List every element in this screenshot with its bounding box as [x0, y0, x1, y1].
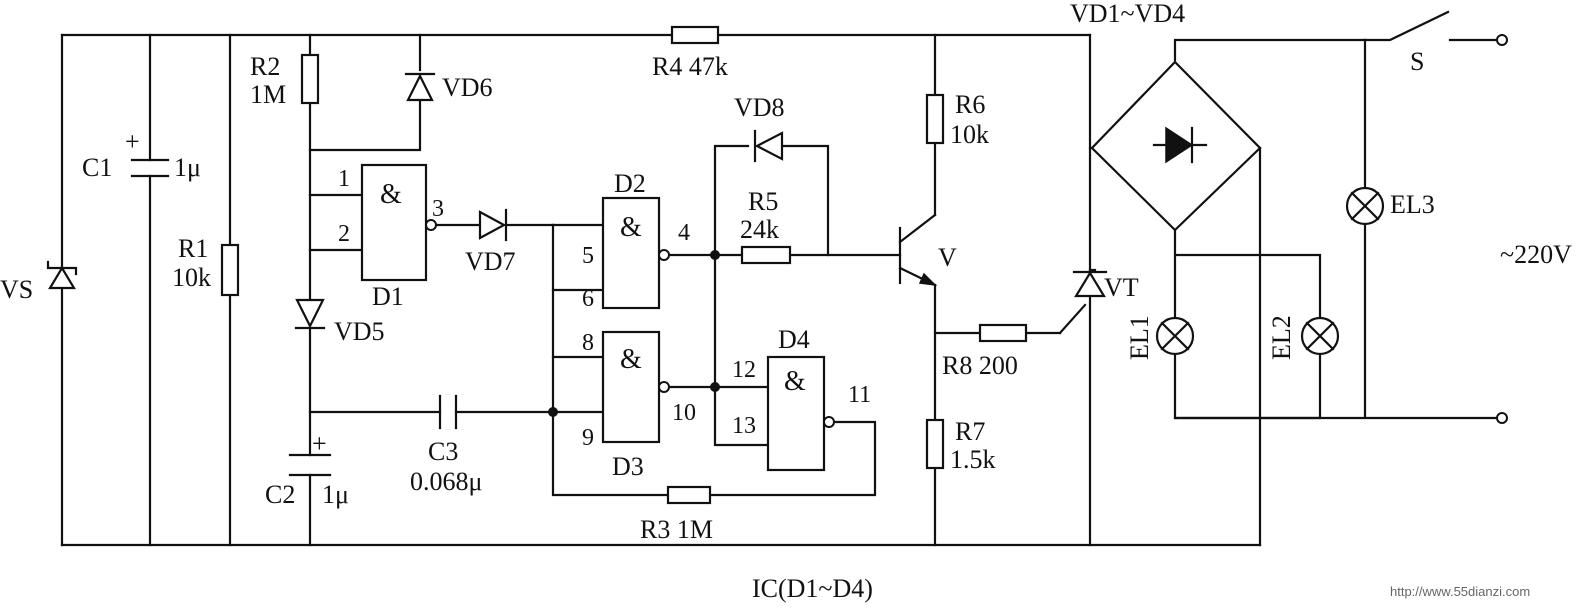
diode-vd7: VD7 — [465, 208, 516, 276]
lamp-el1: EL1 — [1125, 315, 1195, 360]
resistor-r7: R7 1.5k — [925, 417, 996, 474]
value-r6: 10k — [950, 120, 989, 149]
label-c1: C1 — [82, 153, 112, 182]
gate-d2: & 5 6 4 D2 — [582, 169, 690, 312]
label-c3: C3 — [428, 437, 458, 466]
label-d2: D2 — [614, 169, 646, 198]
gate-d4: & 12 13 11 D4 — [732, 325, 871, 472]
label-v: V — [938, 243, 957, 272]
label-c2: C2 — [265, 480, 295, 509]
svg-text:&: & — [620, 212, 642, 243]
label-vd5: VD5 — [334, 317, 385, 346]
caption-ic: IC(D1~D4) — [752, 574, 873, 603]
capacitor-c1: + C1 1μ — [82, 127, 201, 182]
value-c1: 1μ — [174, 153, 201, 182]
wiring — [60, 10, 1502, 547]
svg-text:6: 6 — [582, 286, 594, 312]
resistor-r3: R3 1M — [640, 485, 713, 544]
value-c2: 1μ — [322, 480, 349, 509]
label-el3: EL3 — [1390, 190, 1435, 219]
svg-text:12: 12 — [732, 357, 756, 383]
svg-text:11: 11 — [848, 382, 871, 408]
resistor-r2: R2 1M — [250, 52, 320, 109]
label-vt: VT — [1104, 273, 1139, 302]
svg-text:4: 4 — [678, 220, 690, 246]
label-r7: R7 — [955, 417, 985, 446]
svg-text:&: & — [784, 366, 806, 397]
value-c3: 0.068μ — [410, 467, 482, 496]
svg-text:2: 2 — [338, 221, 350, 247]
zener-vs: VS — [0, 260, 78, 304]
capacitor-c3: C3 0.068μ — [410, 394, 482, 496]
label-d1: D1 — [372, 282, 404, 311]
label-switch-s: S — [1410, 47, 1424, 76]
value-r1: 10k — [172, 263, 211, 292]
svg-text:10: 10 — [672, 400, 696, 426]
label-r6: R6 — [955, 90, 985, 119]
label-r4: R4 47k — [652, 52, 728, 81]
diode-vd8: VD8 — [734, 93, 785, 163]
svg-text:+: + — [312, 429, 327, 458]
mains-terminals — [1496, 34, 1508, 424]
junction-dots — [548, 250, 720, 417]
value-r2: 1M — [250, 80, 286, 109]
watermark: http://www.55dianzi.com — [1390, 584, 1530, 599]
label-el1: EL1 — [1125, 315, 1154, 360]
diode-vd6: VD6 — [404, 72, 493, 102]
label-r1: R1 — [178, 234, 208, 263]
svg-text:&: & — [620, 344, 642, 375]
lamp-el2: EL2 — [1267, 315, 1340, 360]
svg-text:9: 9 — [582, 425, 594, 451]
resistor-r8: R8 200 — [942, 323, 1028, 380]
label-vd6: VD6 — [442, 73, 493, 102]
label-r3: R3 1M — [640, 515, 713, 544]
lamp-el3: EL3 — [1345, 186, 1435, 226]
svg-text:+: + — [125, 127, 140, 156]
label-d3: D3 — [612, 452, 644, 481]
thyristor-vt: VT — [1072, 270, 1139, 302]
label-r5: R5 — [748, 187, 778, 216]
capacitor-c2: + C2 1μ — [265, 429, 349, 509]
svg-text:1: 1 — [338, 166, 350, 192]
label-d4: D4 — [778, 325, 810, 354]
bridge-rectifier: VD1~VD4 — [1070, 0, 1262, 232]
svg-text:13: 13 — [732, 413, 756, 439]
gate-d3: & 8 9 10 D3 — [582, 330, 696, 481]
svg-text:3: 3 — [432, 196, 444, 222]
gate-d1: & 1 2 3 D1 — [338, 163, 444, 311]
label-bridge: VD1~VD4 — [1070, 0, 1185, 28]
label-mains: ~220V — [1500, 240, 1572, 269]
svg-text:5: 5 — [582, 243, 594, 269]
label-vs: VS — [0, 275, 33, 304]
resistor-r6: R6 10k — [925, 90, 989, 149]
label-el2: EL2 — [1267, 315, 1296, 360]
label-r8: R8 200 — [942, 351, 1018, 380]
svg-text:8: 8 — [582, 330, 594, 356]
label-vd7: VD7 — [465, 247, 516, 276]
value-r5: 24k — [740, 215, 779, 244]
transistor-v: V — [898, 213, 957, 287]
diode-vd5: VD5 — [294, 298, 385, 346]
resistor-r4: R4 47k — [652, 25, 728, 81]
label-vd8: VD8 — [734, 93, 785, 122]
resistor-r5: R5 24k — [740, 187, 792, 265]
svg-text:&: & — [380, 179, 402, 210]
resistor-r1: R1 10k — [172, 234, 240, 297]
value-r7: 1.5k — [950, 445, 996, 474]
label-r2: R2 — [250, 52, 280, 81]
